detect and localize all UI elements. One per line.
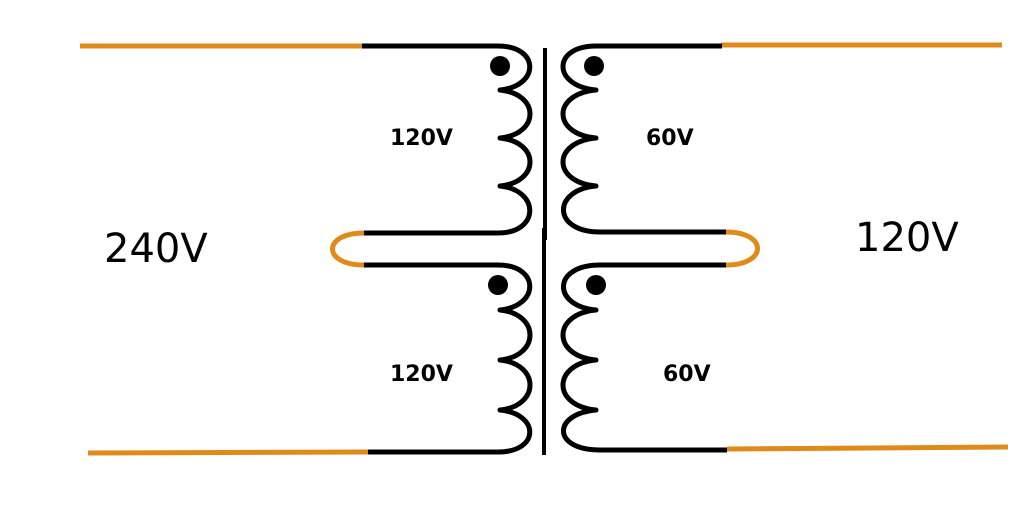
polarity-dot-primary-bottom bbox=[488, 275, 508, 295]
polarity-dot-secondary-top bbox=[584, 56, 604, 76]
secondary-top-winding bbox=[560, 43, 726, 235]
primary-bottom-voltage-label: 120V bbox=[390, 362, 453, 387]
primary-bottom-winding bbox=[364, 262, 533, 455]
polarity-dot-primary-top bbox=[490, 56, 510, 76]
primary-top-winding bbox=[362, 43, 533, 236]
secondary-series-jumper bbox=[725, 229, 760, 268]
output-lead-bottom bbox=[726, 444, 1009, 452]
input-voltage-label: 240V bbox=[104, 226, 208, 272]
polarity-dot-secondary-bottom bbox=[586, 275, 606, 295]
primary-series-jumper bbox=[330, 230, 365, 268]
secondary-top-voltage-label: 60V bbox=[646, 126, 694, 151]
secondary-bottom-voltage-label: 60V bbox=[663, 362, 711, 387]
output-voltage-label: 120V bbox=[855, 215, 959, 261]
primary-top-voltage-label: 120V bbox=[390, 126, 453, 151]
input-lead-bottom bbox=[87, 449, 369, 456]
secondary-bottom-winding bbox=[560, 262, 727, 453]
